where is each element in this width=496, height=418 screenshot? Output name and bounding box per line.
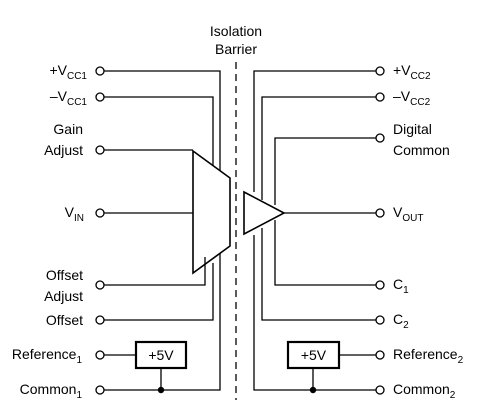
label-vin: VIN	[64, 204, 84, 224]
reference2-voltage: +5V	[300, 347, 327, 363]
pin-vcc1-pos	[95, 66, 105, 76]
pin-gain-adjust	[95, 145, 105, 155]
reference2-box	[286, 340, 341, 370]
label-vcc1-pos: +VCC1	[49, 62, 87, 82]
wire-offset-adjust	[104, 257, 206, 286]
wire-common2	[253, 235, 376, 391]
reference1-box	[134, 340, 188, 370]
barrier-title-line2: Barrier	[214, 41, 257, 57]
label-offset-adjust-line1: Offset	[45, 267, 83, 283]
label-gain-adjust-line1: Gain	[53, 121, 83, 137]
label-digital-common-line2: Common	[393, 142, 450, 158]
pin-offset-adjust	[95, 280, 105, 290]
label-common2: Common2	[393, 381, 456, 401]
label-digital-common-line1: Digital	[393, 121, 432, 137]
wire-offset	[104, 263, 214, 321]
wire-c2	[261, 228, 376, 321]
pin-common1	[95, 385, 105, 395]
wire-digital-common	[274, 137, 376, 205]
junction-dot-common1	[157, 386, 165, 394]
pin-vin	[95, 208, 105, 218]
label-offset: Offset	[45, 312, 83, 328]
label-c2: C2	[393, 311, 409, 331]
wire-common1	[104, 236, 221, 391]
wire-vcc1-neg	[104, 96, 214, 165]
wire-vcc2-pos	[253, 70, 376, 192]
pin-c1	[375, 280, 385, 290]
output-amplifier	[243, 190, 286, 236]
label-c1: C1	[393, 276, 409, 296]
label-reference2: Reference2	[393, 346, 464, 366]
input-amplifier	[192, 149, 231, 275]
label-vcc2-pos: +VCC2	[393, 62, 431, 82]
label-common1: Common1	[19, 381, 82, 401]
pin-offset	[95, 315, 105, 325]
pin-digital-common	[375, 133, 385, 143]
reference1-voltage: +5V	[148, 347, 174, 363]
junction-dot-common2	[309, 386, 317, 394]
pin-reference1	[95, 350, 105, 360]
pin-common2	[375, 385, 385, 395]
label-vout: VOUT	[393, 204, 424, 224]
pin-c2	[375, 315, 385, 325]
label-vcc1-neg: –VCC1	[49, 88, 87, 108]
wire-vcc1-pos	[104, 70, 221, 190]
label-reference1: Reference1	[11, 346, 82, 366]
pin-vcc1-neg	[95, 92, 105, 102]
wire-vcc2-neg	[261, 96, 376, 200]
label-vcc2-neg: –VCC2	[393, 88, 431, 108]
label-offset-adjust-line2: Adjust	[44, 288, 83, 304]
label-gain-adjust-line2: Adjust	[44, 142, 83, 158]
pin-vcc2-neg	[375, 92, 385, 102]
pin-vcc2-pos	[375, 66, 385, 76]
wire-c1	[274, 220, 376, 286]
barrier-title-line1: Isolation	[209, 23, 263, 39]
pin-vout	[375, 208, 385, 218]
pin-reference2	[375, 350, 385, 360]
